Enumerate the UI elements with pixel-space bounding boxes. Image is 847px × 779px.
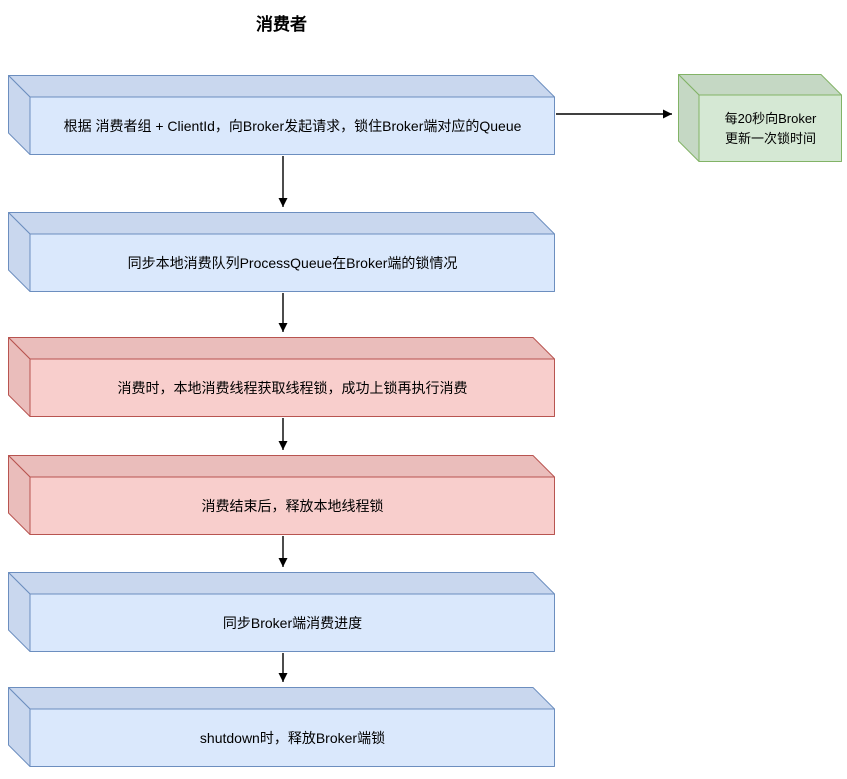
- node-step-5: 同步Broker端消费进度: [8, 572, 555, 652]
- cube-shape: [8, 337, 555, 417]
- node-step-4-label: 消费结束后，释放本地线程锁: [201, 497, 384, 514]
- node-renew-lock: 每20秒向Broker 更新一次锁时间: [678, 74, 842, 162]
- node-step-3: 消费时，本地消费线程获取线程锁，成功上锁再执行消费: [8, 337, 555, 417]
- node-step-2: 同步本地消费队列ProcessQueue在Broker端的锁情况: [8, 212, 555, 292]
- cube-shape: [8, 455, 555, 535]
- cube-shape: [8, 212, 555, 292]
- node-step-3-label: 消费时，本地消费线程获取线程锁，成功上锁再执行消费: [117, 379, 468, 396]
- node-step-6-label: shutdown时，释放Broker端锁: [199, 729, 386, 746]
- node-step-1-label: 根据 消费者组 + ClientId，向Broker发起请求，锁住Broker端…: [63, 117, 522, 134]
- renew-lock-line1: 每20秒向Broker: [724, 110, 817, 126]
- cube-shape: [8, 572, 555, 652]
- renew-lock-line2: 更新一次锁时间: [724, 130, 816, 146]
- node-renew-lock-label: 每20秒向Broker 更新一次锁时间: [699, 95, 842, 162]
- cube-shape: [8, 75, 555, 155]
- node-step-4: 消费结束后，释放本地线程锁: [8, 455, 555, 535]
- cube-shape: [8, 687, 555, 767]
- cube-shape: [678, 74, 842, 162]
- node-step-5-label: 同步Broker端消费进度: [222, 614, 363, 631]
- node-step-6: shutdown时，释放Broker端锁: [8, 687, 555, 767]
- node-step-2-label: 同步本地消费队列ProcessQueue在Broker端的锁情况: [127, 254, 458, 271]
- diagram-title: 消费者: [256, 15, 307, 34]
- node-step-1: 根据 消费者组 + ClientId，向Broker发起请求，锁住Broker端…: [8, 75, 555, 155]
